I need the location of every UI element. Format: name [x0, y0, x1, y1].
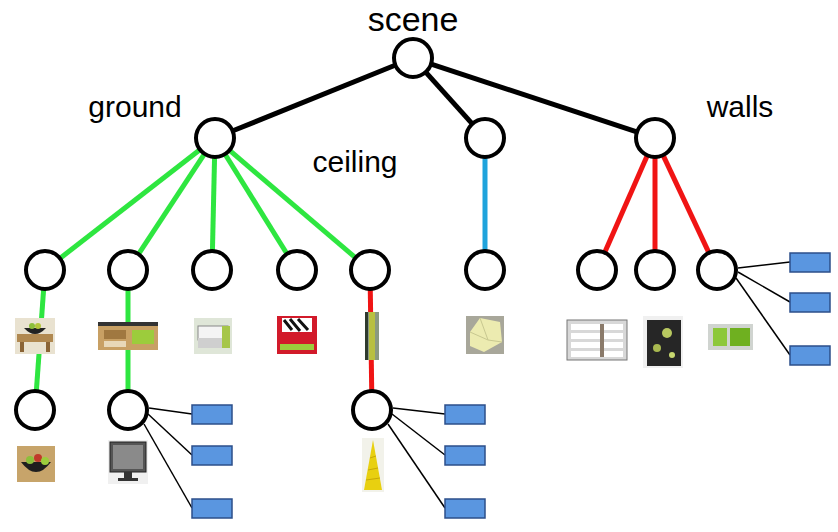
monitor-thumbnail — [108, 440, 148, 484]
tree-node — [106, 388, 150, 432]
tree-edge — [234, 65, 395, 130]
lamp-thumbnail — [365, 312, 379, 360]
node-circle — [106, 388, 150, 432]
node-label: ceiling — [312, 147, 397, 177]
tree-node: scene — [391, 36, 435, 80]
tree-edge — [139, 155, 204, 254]
tree-node — [463, 248, 507, 292]
node-circle — [106, 248, 150, 292]
node-circle-outline — [466, 251, 504, 289]
node-circle-outline — [353, 391, 391, 429]
node-circle-outline — [16, 391, 54, 429]
node-circle-outline — [394, 39, 432, 77]
tree-node — [275, 248, 319, 292]
tree-node — [350, 388, 394, 432]
node-circle-outline — [578, 251, 616, 289]
leader-lines — [144, 262, 790, 508]
node-circle — [391, 36, 435, 80]
sofa-thumbnail — [194, 318, 232, 354]
node-circle-outline — [466, 119, 504, 157]
node-circle-outline — [26, 251, 64, 289]
tree-edge — [432, 64, 636, 131]
node-circle — [348, 248, 392, 292]
node-circle — [463, 248, 507, 292]
ceiling-light-thumbnail — [466, 316, 504, 354]
tree-edge — [653, 158, 658, 250]
node-circle — [633, 116, 677, 160]
node-circle-outline — [636, 251, 674, 289]
wall-art-thumbnail — [643, 316, 683, 368]
node-circle-outline — [636, 119, 674, 157]
node-circle-outline — [278, 251, 316, 289]
tree-node — [348, 248, 392, 292]
node-circle — [13, 388, 57, 432]
tree-node — [190, 248, 234, 292]
node-label: walls — [707, 92, 774, 122]
tree-node — [575, 248, 619, 292]
node-circle-outline — [193, 251, 231, 289]
tree-node — [695, 248, 739, 292]
node-circle-outline — [109, 391, 147, 429]
tree-node: walls — [633, 116, 677, 160]
node-circle-outline — [196, 119, 234, 157]
shelf-thumbnail — [567, 320, 627, 360]
picture-thumbnail — [708, 324, 753, 350]
tree-edge — [61, 150, 199, 257]
fruit-bowl-thumbnail — [17, 446, 55, 482]
node-circle — [463, 116, 507, 160]
tree-node — [13, 388, 57, 432]
tree-node — [106, 248, 150, 292]
node-circle-outline — [109, 251, 147, 289]
blue-boxes — [192, 253, 830, 518]
node-circle — [633, 248, 677, 292]
tree-node — [23, 248, 67, 292]
cabinet-thumbnail — [98, 322, 158, 350]
tree-node — [633, 248, 677, 292]
tree-edge — [426, 73, 471, 123]
tree-edge — [664, 156, 709, 252]
node-circle — [193, 116, 237, 160]
tree-edge — [483, 158, 488, 250]
table-thumbnail — [15, 318, 55, 354]
node-circle — [190, 248, 234, 292]
tree-node: ground — [193, 116, 237, 160]
node-circle — [23, 248, 67, 292]
node-label: ground — [88, 92, 181, 122]
tree-edge — [212, 158, 214, 250]
node-label: scene — [368, 2, 459, 36]
tree-node: ceiling — [463, 116, 507, 160]
tree-edge — [605, 156, 647, 251]
node-circle — [275, 248, 319, 292]
node-circle — [695, 248, 739, 292]
cone-thumbnail — [362, 438, 384, 492]
node-circle — [350, 388, 394, 432]
node-circle — [575, 248, 619, 292]
node-circle-outline — [698, 251, 736, 289]
zebra-box-thumbnail — [277, 316, 317, 354]
node-circle-outline — [351, 251, 389, 289]
